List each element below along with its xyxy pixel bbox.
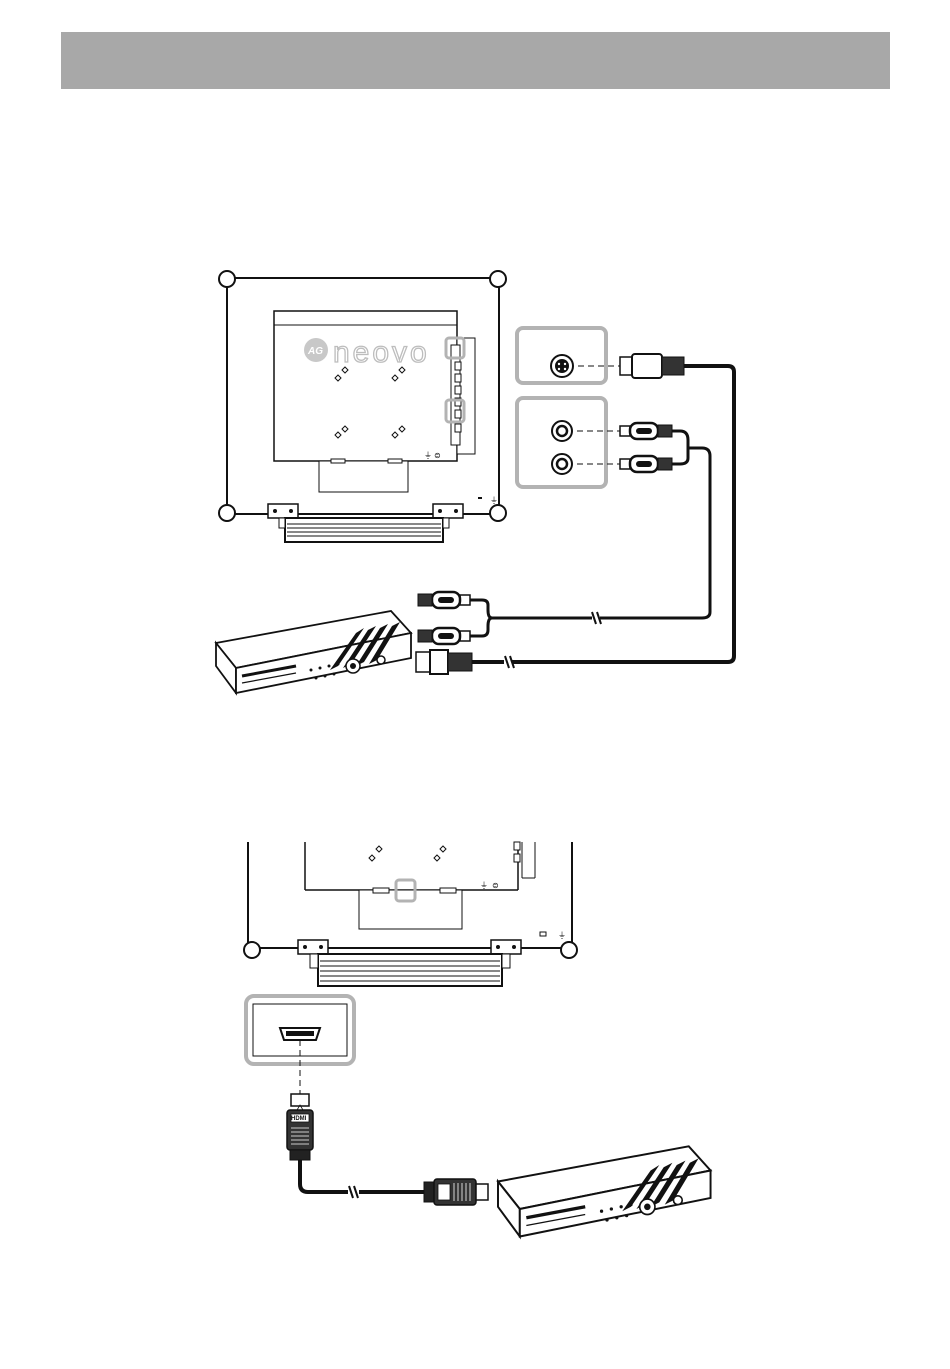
dvd-player-top [216, 611, 411, 693]
monitor-rear-bottom: ⏚ ⊜ ⏚ [244, 842, 577, 986]
hdmi-cable: HDMI [287, 1094, 488, 1205]
brand-logo: neovo [333, 336, 430, 369]
svg-text:⏚: ⏚ [424, 451, 432, 460]
brand-badge: AG [307, 346, 323, 357]
svg-text:⏚: ⏚ [490, 496, 498, 505]
svg-text:⏚: ⏚ [558, 931, 566, 940]
svg-text:⊜: ⊜ [434, 451, 441, 460]
svg-text:⏚: ⏚ [480, 881, 488, 890]
monitor-rear-top: AG neovo ⏚ ⊜ ⏚ [219, 271, 506, 542]
svg-text:⊜: ⊜ [492, 881, 499, 890]
svideo-port-callout [517, 328, 606, 383]
audio-port-callout [517, 398, 606, 487]
dvd-player-bottom [498, 1146, 711, 1236]
hdmi-plug-label-vertical: HDMI [291, 1116, 307, 1122]
